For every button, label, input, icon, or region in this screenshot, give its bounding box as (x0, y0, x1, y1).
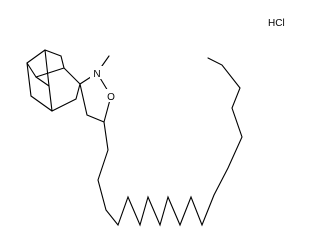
adamantane-cage (26, 49, 81, 112)
salt-label: HCl (268, 18, 285, 29)
oxygen-atom-label: O (107, 92, 115, 103)
alkyl-chain (97, 57, 243, 227)
chemical-structure-diagram: N O HCl (26, 18, 285, 227)
nitrogen-atom-label: N (93, 69, 100, 80)
